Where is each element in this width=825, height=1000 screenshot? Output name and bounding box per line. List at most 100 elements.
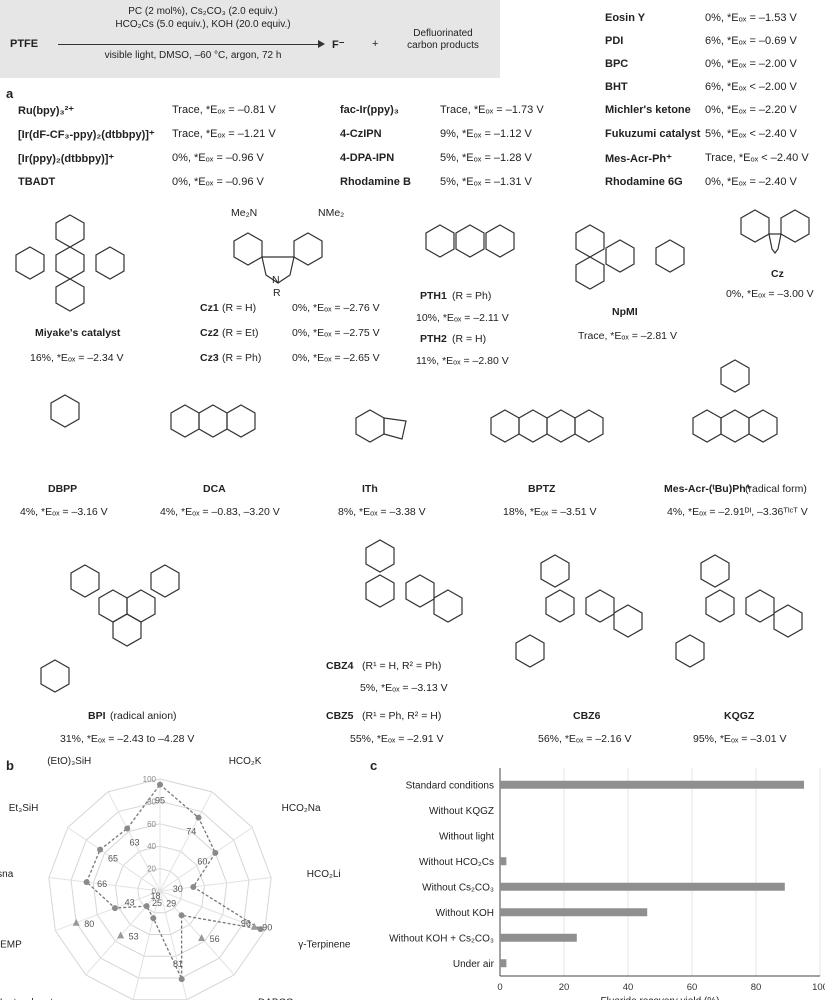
catalyst-name: Mes-Acr-Ph⁺ [605,153,672,165]
radar-spoke [159,791,213,892]
radar-spoke [55,890,161,932]
npmi-name: NpMI [612,306,638,318]
bpi-value: 31%, *Eₒₓ = –2.43 to –4.28 V [60,733,195,745]
radar-point [111,905,118,912]
catalyst-name: TBADT [18,176,56,188]
bar [500,780,804,789]
cz-n-label: N [272,274,280,286]
radar-point [212,849,219,856]
catalyst-name: [Ir(ppy)₂(dtbbpy)]⁺ [18,153,115,165]
cz-r-label: R [273,287,281,299]
byproduct-2: carbon products [407,40,479,51]
cbz5-name: CBZ5 [326,710,354,722]
cz2-sub: (R = Et) [222,327,259,339]
bar [500,959,507,968]
cbz6-value: 56%, *Eₒₓ = –2.16 V [538,733,632,745]
radar-spoke [107,791,161,892]
reactant: PTFE [10,38,39,50]
bptz-structure [490,409,604,443]
radar-spoke [159,877,272,892]
conditions-top-2: HCO₂Cs (5.0 equiv.), KOH (20.0 equiv.) [115,19,291,30]
x-tick-label: 60 [687,982,698,993]
radar-category-label: HCO₂Na [282,803,321,814]
radar-value-label: 18 [151,891,161,901]
radar-category-label: Hantzsch ester [0,998,63,1000]
radar-tick-label: 20 [147,865,156,874]
radar-tick-label: 100 [143,775,157,784]
cbz4-value: 5%, *Eₒₓ = –3.13 V [360,682,448,694]
pth2-sub: (R = H) [452,333,487,345]
reaction-scheme: PTFE PC (2 mol%), Cs₂CO₃ (2.0 equiv.) HC… [0,0,500,78]
category-label: Without light [439,831,494,842]
catalyst-value: 0%, *Eₒₓ = –1.53 V [705,12,797,24]
catalyst-name: Rhodamine B [340,176,411,188]
x-tick-label: 20 [559,982,570,993]
radar-series-line [85,783,261,980]
npmi-value: Trace, *Eₒₓ = –2.81 V [578,330,677,342]
catalyst-value: 0%, *Eₒₓ = –2.00 V [705,58,797,70]
radar-value-label: 74 [186,826,196,836]
radar-tick-label: 0 [152,887,157,896]
mesacr-name: Mes-Acr-(ᵗBu)Ph⁺ [664,483,752,495]
radar-gridline [92,823,228,957]
catalyst-value: Trace, *Eₒₓ < –2.40 V [705,152,809,164]
radar-point [195,814,202,821]
plus-sign: + [372,38,379,50]
radar-point [143,903,150,910]
bar [500,908,648,917]
cbz6-structure [515,554,643,668]
radar-value-label: 90 [262,923,272,933]
dca-value: 4%, *Eₒₓ = –0.83, –3.20 V [160,506,280,518]
radar-value-label: 29 [166,899,176,909]
radar-tick-label: 60 [147,820,156,829]
catalyst-name: Michler's ketone [605,104,691,116]
catalyst-name: 4-DPA-IPN [340,152,395,164]
miyake-name: Miyake's catalyst [35,327,121,339]
dbpp-value: 4%, *Eₒₓ = –3.16 V [20,506,108,518]
catalyst-value: 5%, *Eₒₓ = –1.28 V [440,152,532,164]
radar-point [150,915,157,922]
radar-triangle-point [72,918,80,926]
cz3-value: 0%, *Eₒₓ = –2.65 V [292,352,380,364]
pth-structure [425,224,515,258]
radar-spoke [132,890,161,1000]
catalyst-value: 6%, *Eₒₓ < –2.00 V [705,81,797,93]
ith-name: ITh [362,483,378,495]
bpi-name: BPI [88,710,106,722]
radar-point [178,976,185,983]
cbz4-sub: (R¹ = H, R² = Ph) [362,660,442,672]
catalyst-value: 5%, *Eₒₓ < –2.40 V [705,128,797,140]
radar-spoke [48,877,161,892]
radar-value-label: 53 [129,931,139,941]
catalyst-name: 4-CzIPN [340,128,382,140]
radar-value-label: 63 [129,837,139,847]
cz-name: Cz [771,268,784,280]
radar-value-label: 43 [125,898,135,908]
catalyst-name: PDI [605,35,624,47]
radar-point [97,846,104,853]
x-tick-label: 80 [751,982,762,993]
cz3-sub: (R = Ph) [222,352,262,364]
panel-label-a: a [6,86,14,101]
bar [500,882,785,891]
mes-acr-structure [692,359,778,443]
radar-triangle-point [117,931,125,939]
catalyst-name: [Ir(dF-CF₃-ppy)₂(dtbbpy)]⁺ [18,129,155,141]
radar-value-label: 80 [84,919,94,929]
radar-category-label: (EtO)₃SiH [47,756,91,767]
radar-category-label: Et₃SiH [9,803,39,814]
cbz5-sub: (R¹ = Ph, R² = H) [362,710,442,722]
radar-value-label: 56 [210,934,220,944]
catalyst-value: 0%, *Eₒₓ = –2.40 V [705,176,797,188]
radar-tick-label: 40 [147,842,156,851]
catalyst-name: Ru(bpy)₃²⁺ [18,105,75,117]
radar-value-label: 65 [108,854,118,864]
catalyst-value: Trace, *Eₒₓ = –0.81 V [172,104,276,116]
category-label: Under air [453,959,495,970]
radar-category-label: TEMP [0,939,22,950]
catalyst-value: 0%, *Eₒₓ = –2.20 V [705,104,797,116]
cbz5-value: 55%, *Eₒₓ = –2.91 V [350,733,444,745]
cz3-name: Cz3 [200,352,219,364]
catalyst-name: Rhodamine 6G [605,176,683,188]
dbpp-name: DBPP [48,483,78,495]
